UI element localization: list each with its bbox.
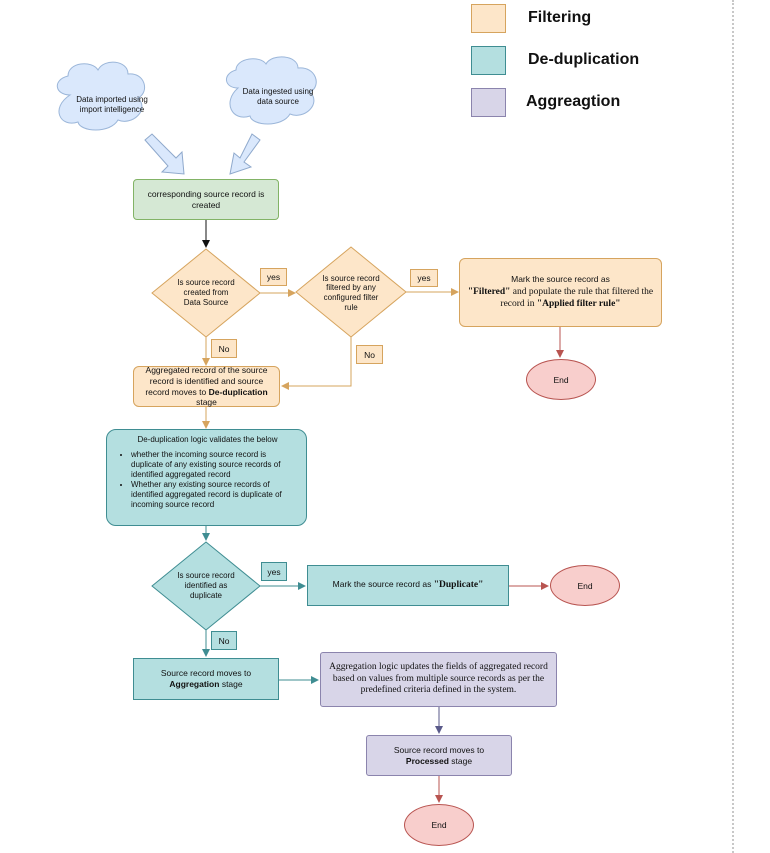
node-mark-filtered-text: Mark the source record as "Filtered" and… — [466, 274, 655, 311]
legend-label-deduplication: De-duplication — [528, 51, 640, 68]
node-processed-stage-text: Source record moves to Processed stage — [394, 745, 484, 766]
decision-duplicate-text: Is source record identified as duplicate — [177, 571, 235, 600]
filtered-rule-text: "Applied filter rule" — [536, 298, 621, 309]
node-record-created: corresponding source record is created — [133, 179, 279, 220]
node-mark-filtered: Mark the source record as "Filtered" and… — [459, 258, 662, 327]
filtered-bold-text: "Filtered" — [467, 287, 511, 298]
legend-swatch-filtering — [471, 4, 506, 33]
dedup-bullet-item: whether the incoming source record is du… — [131, 450, 294, 480]
label-yes-datasource: yes — [260, 268, 287, 286]
page-edge-dotted-line — [732, 0, 734, 853]
node-end-processed: End — [404, 804, 474, 846]
legend-swatch-aggregation — [471, 88, 506, 117]
aggregated-post-text: stage — [196, 397, 217, 408]
decision-filtered-text: Is source record filtered by any configu… — [322, 273, 380, 312]
block-arrow-import — [144, 133, 185, 175]
aggregation-post-text: stage — [221, 679, 243, 689]
label-yes-filtered: yes — [410, 269, 438, 287]
cloud-shape-import — [56, 61, 146, 131]
node-aggregation-logic: Aggregation logic updates the fields of … — [320, 652, 557, 707]
node-end-duplicate: End — [550, 565, 620, 606]
cloud-import-text: Data imported using import intelligence — [76, 95, 148, 114]
node-dedup-logic: De-duplication logic validates the below… — [106, 429, 307, 526]
filtered-pre-text: Mark the source record as — [511, 274, 610, 285]
legend-swatch-deduplication — [471, 46, 506, 75]
node-mark-duplicate-text: Mark the source record as "Duplicate" — [333, 579, 484, 592]
cloud-ingest-text: Data ingested using data source — [242, 87, 314, 106]
dedup-bullet-list: whether the incoming source record is du… — [121, 450, 294, 510]
label-yes-duplicate: yes — [261, 562, 287, 581]
block-arrow-ingest — [229, 133, 261, 175]
node-mark-duplicate: Mark the source record as "Duplicate" — [307, 565, 509, 606]
node-aggregation-stage-text: Source record moves to Aggregation stage — [161, 668, 251, 689]
processed-post-text: stage — [451, 755, 473, 766]
legend-label-filtering: Filtering — [528, 9, 592, 26]
legend-label-aggregation: Aggreagtion — [526, 93, 621, 110]
node-aggregated-identified-text: Aggregated record of the source record i… — [138, 365, 275, 408]
dedup-title-text: De-duplication logic validates the below — [137, 435, 278, 444]
dedup-bullet-item: Whether any existing source records of i… — [131, 480, 294, 510]
filtered-mid-text: and populate the rule that filtered the … — [500, 287, 654, 309]
node-processed-stage: Source record moves to Processed stage — [366, 735, 512, 776]
processed-bold-text: Processed — [405, 755, 449, 766]
decision-datasource-text: Is source record created from Data Sourc… — [177, 278, 235, 307]
cloud-shape-ingest — [226, 56, 317, 125]
node-end-filtered: End — [526, 359, 596, 400]
label-no-duplicate: No — [211, 631, 237, 650]
aggregation-pre-text: Source record moves to — [160, 668, 252, 679]
duplicate-pre-text: Mark the source record as — [332, 579, 432, 590]
processed-pre-text: Source record moves to — [393, 744, 485, 755]
aggregated-bold-text: De-duplication — [208, 386, 268, 397]
label-no-filtered: No — [356, 345, 383, 364]
label-no-datasource: No — [211, 339, 237, 358]
duplicate-bold-text: "Duplicate" — [433, 580, 484, 591]
aggregation-bold-text: Aggregation — [169, 679, 220, 689]
node-aggregation-stage: Source record moves to Aggregation stage — [133, 658, 279, 700]
node-aggregated-identified: Aggregated record of the source record i… — [133, 365, 280, 408]
aggregated-pre-text: Aggregated record of the source record i… — [145, 365, 268, 397]
